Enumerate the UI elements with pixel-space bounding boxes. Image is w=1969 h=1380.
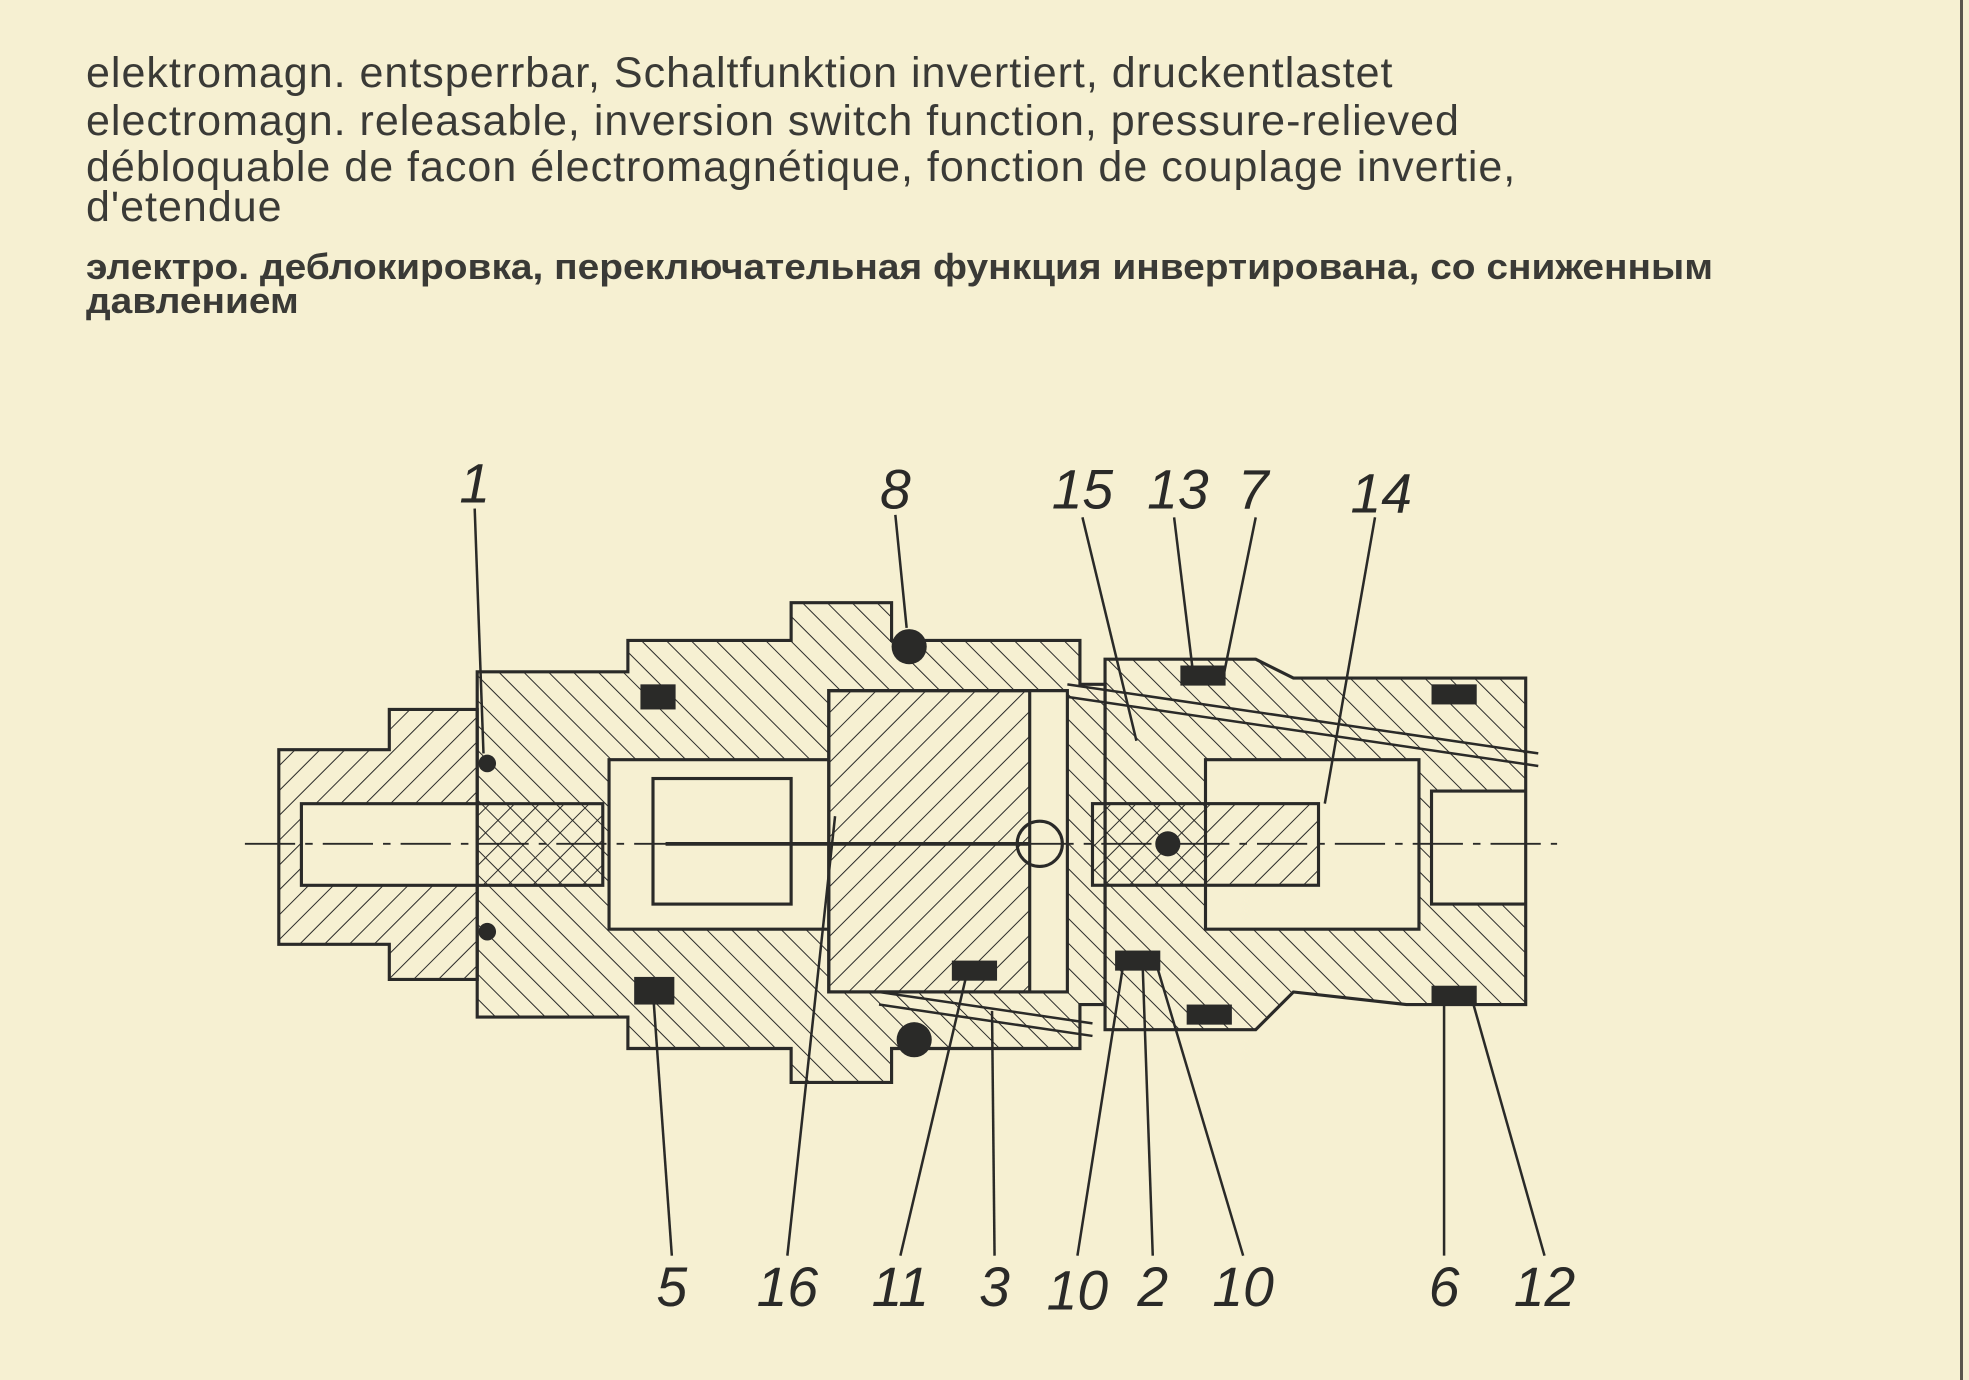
description-en: electromagn. releasable, inversion switc… <box>86 97 1460 145</box>
callout-label: 7 <box>1238 459 1271 521</box>
callout-label: 8 <box>880 459 911 521</box>
callout-label: 16 <box>757 1256 819 1318</box>
leader-lines <box>473 508 1546 1257</box>
callout-label: 11 <box>872 1256 929 1318</box>
callout-label: 14 <box>1351 462 1412 524</box>
callout-label: 1 <box>459 452 490 514</box>
seals <box>478 629 1477 1058</box>
callout-label: 6 <box>1429 1256 1460 1318</box>
callout-label: 10 <box>1047 1260 1109 1322</box>
description-ru-2: давлением <box>86 280 299 321</box>
description-fr-1: débloquable de facon électromagnétique, … <box>86 143 1517 191</box>
callout-label: 10 <box>1212 1256 1274 1318</box>
callout-label: 3 <box>979 1256 1010 1318</box>
callout-label: 15 <box>1052 459 1114 521</box>
piston <box>827 689 1032 994</box>
page-edge <box>1960 0 1963 1380</box>
callout-label: 13 <box>1147 459 1209 521</box>
passages <box>878 683 1539 1038</box>
callout-label: 5 <box>656 1256 687 1318</box>
description-de: elektromagn. entsperrbar, Schaltfunktion… <box>86 49 1394 97</box>
callout-label: 2 <box>1136 1256 1168 1318</box>
callout-label: 12 <box>1514 1256 1575 1318</box>
description-ru-1: электро. деблокировка, переключательная … <box>86 246 1713 287</box>
description-fr-2: d'etendue <box>86 183 283 231</box>
